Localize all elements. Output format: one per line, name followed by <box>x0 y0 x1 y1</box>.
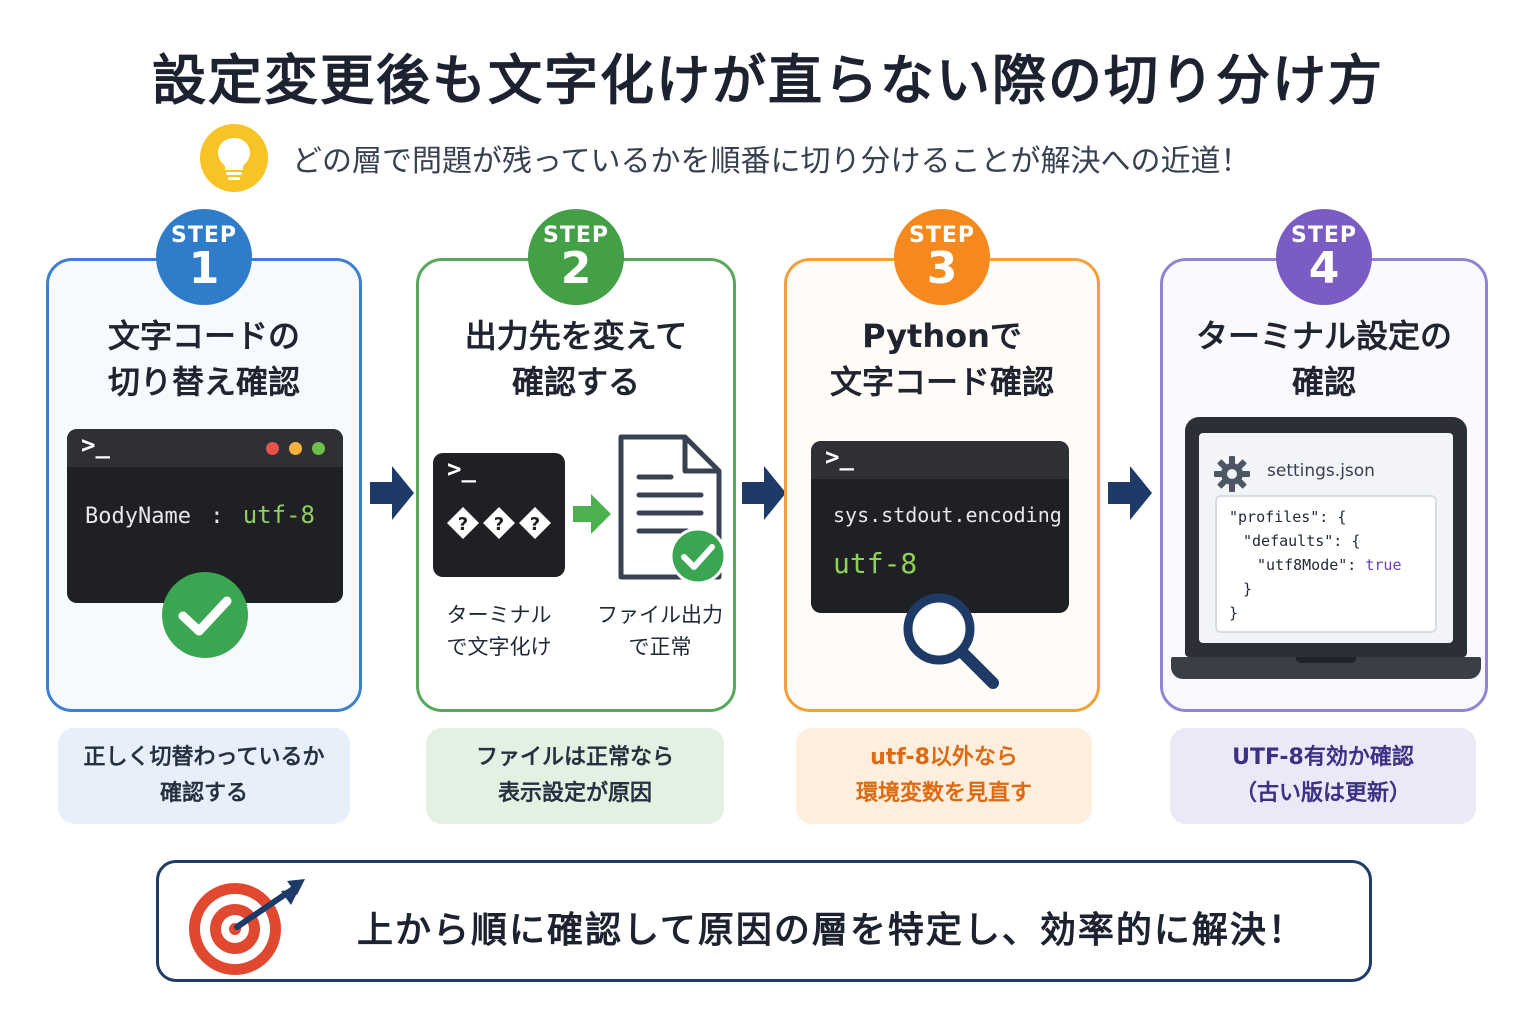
settings-filename: settings.json <box>1267 461 1375 481</box>
output-separator: : <box>210 504 224 529</box>
conclusion-box: 上から順に確認して原因の層を特定し、効率的に解決！ <box>156 860 1372 982</box>
step-1-card: STEP 1 文字コードの 切り替え確認 >_ BodyName : utf-8 <box>46 209 362 712</box>
step-label: STEP <box>1290 223 1357 248</box>
step-3-badge: STEP 3 <box>894 209 990 305</box>
step-3-title: Pythonで 文字コード確認 <box>787 313 1097 405</box>
step-number: 2 <box>560 243 592 294</box>
title-line: Pythonで <box>862 317 1022 355</box>
terminal-output: BodyName : utf-8 <box>85 501 315 529</box>
output-value: utf-8 <box>242 501 315 529</box>
file-result-label: ファイル出力 で正常 <box>597 603 723 659</box>
step-1-note: 正しく切替わっているか 確認する <box>58 728 350 824</box>
lightbulb-icon <box>200 124 268 192</box>
terminal-titlebar: >_ <box>811 441 1069 479</box>
terminal-prompt-icon: >_ <box>447 455 476 483</box>
minimize-dot-icon <box>289 442 302 455</box>
laptop-base <box>1171 657 1481 679</box>
conclusion-text: 上から順に確認して原因の層を特定し、効率的に解決！ <box>357 910 1306 951</box>
terminal-output-value: utf-8 <box>833 547 918 580</box>
svg-text:?: ? <box>494 514 504 535</box>
garbled-text-icon: ??? <box>447 507 551 539</box>
terminal-window: >_ sys.stdout.encoding utf-8 <box>811 441 1069 613</box>
arrow-right-icon <box>742 466 786 520</box>
check-circle-icon <box>162 572 248 658</box>
terminal-window: >_ BodyName : utf-8 <box>67 429 343 603</box>
green-arrow-right-icon <box>573 494 611 534</box>
settings-window: settings.json "profiles": { "defaults": … <box>1199 433 1453 643</box>
title-line: 文字コードの <box>107 317 300 355</box>
laptop-screen: settings.json "profiles": { "defaults": … <box>1185 417 1467 657</box>
terminal-window: >_ ??? <box>433 453 565 577</box>
step-4-card: STEP 4 ターミナル設定の 確認 settings.json <box>1160 209 1488 712</box>
step-2-title: 出力先を変えて 確認する <box>419 313 733 405</box>
step-2-note: ファイルは正常なら 表示設定が原因 <box>426 728 724 824</box>
title-line: 文字コード確認 <box>829 363 1054 401</box>
step-number: 1 <box>188 243 220 294</box>
check-circle-icon <box>669 527 727 585</box>
step-label: STEP <box>170 223 237 248</box>
json-line: "profiles": { <box>1229 508 1347 526</box>
json-line: } <box>1229 604 1239 622</box>
tip-text: どの層で問題が残っているかを順番に切り分けることが解決への近道！ <box>292 144 1251 179</box>
terminal-command: sys.stdout.encoding <box>833 503 1062 527</box>
title-line: 出力先を変えて <box>464 317 688 355</box>
step-2-badge: STEP 2 <box>528 209 624 305</box>
step-number: 3 <box>926 243 958 294</box>
gear-icon <box>1214 456 1250 492</box>
svg-text:?: ? <box>530 514 540 535</box>
json-line: "defaults": { <box>1243 532 1361 550</box>
output-key: BodyName <box>85 504 191 529</box>
json-editor: "profiles": { "defaults": { "utf8Mode": … <box>1215 495 1437 633</box>
title-line: 確認する <box>511 363 640 401</box>
json-line: } <box>1243 580 1253 598</box>
arrow-right-icon <box>370 466 414 520</box>
step-2-card: STEP 2 出力先を変えて 確認する >_ ??? タ <box>416 209 736 712</box>
tip-banner: どの層で問題が残っているかを順番に切り分けることが解決への近道！ <box>200 124 1251 192</box>
terminal-prompt-icon: >_ <box>81 431 110 459</box>
terminal-prompt-icon: >_ <box>825 443 854 471</box>
step-1-title: 文字コードの 切り替え確認 <box>49 313 359 405</box>
step-1-badge: STEP 1 <box>156 209 252 305</box>
terminal-result-label: ターミナル で文字化け <box>446 603 552 659</box>
terminal-titlebar: >_ <box>67 429 343 467</box>
title-line: ターミナル設定の <box>1195 317 1452 355</box>
step-3-card: STEP 3 Pythonで 文字コード確認 >_ sys.stdout.enc… <box>784 209 1100 712</box>
step-number: 4 <box>1308 243 1340 294</box>
arrow-right-icon <box>1108 466 1152 520</box>
title-line: 確認 <box>1291 363 1356 401</box>
magnifier-icon <box>903 593 999 689</box>
json-line: "utf8Mode": true <box>1257 556 1402 574</box>
svg-text:?: ? <box>458 514 468 535</box>
close-dot-icon <box>266 442 279 455</box>
step-4-badge: STEP 4 <box>1276 209 1372 305</box>
maximize-dot-icon <box>312 442 325 455</box>
step-4-note: UTF-8有効か確認 （古い版は更新） <box>1170 728 1476 824</box>
step-4-title: ターミナル設定の 確認 <box>1163 313 1485 405</box>
json-true-value: true <box>1365 556 1402 574</box>
page-title: 設定変更後も文字化けが直らない際の切り分け方 <box>152 49 1384 112</box>
title-line: 切り替え確認 <box>107 363 300 401</box>
window-controls <box>266 442 325 455</box>
target-icon <box>189 879 305 975</box>
step-3-note: utf-8以外なら 環境変数を見直す <box>796 728 1092 824</box>
step-label: STEP <box>908 223 975 248</box>
step-label: STEP <box>542 223 609 248</box>
